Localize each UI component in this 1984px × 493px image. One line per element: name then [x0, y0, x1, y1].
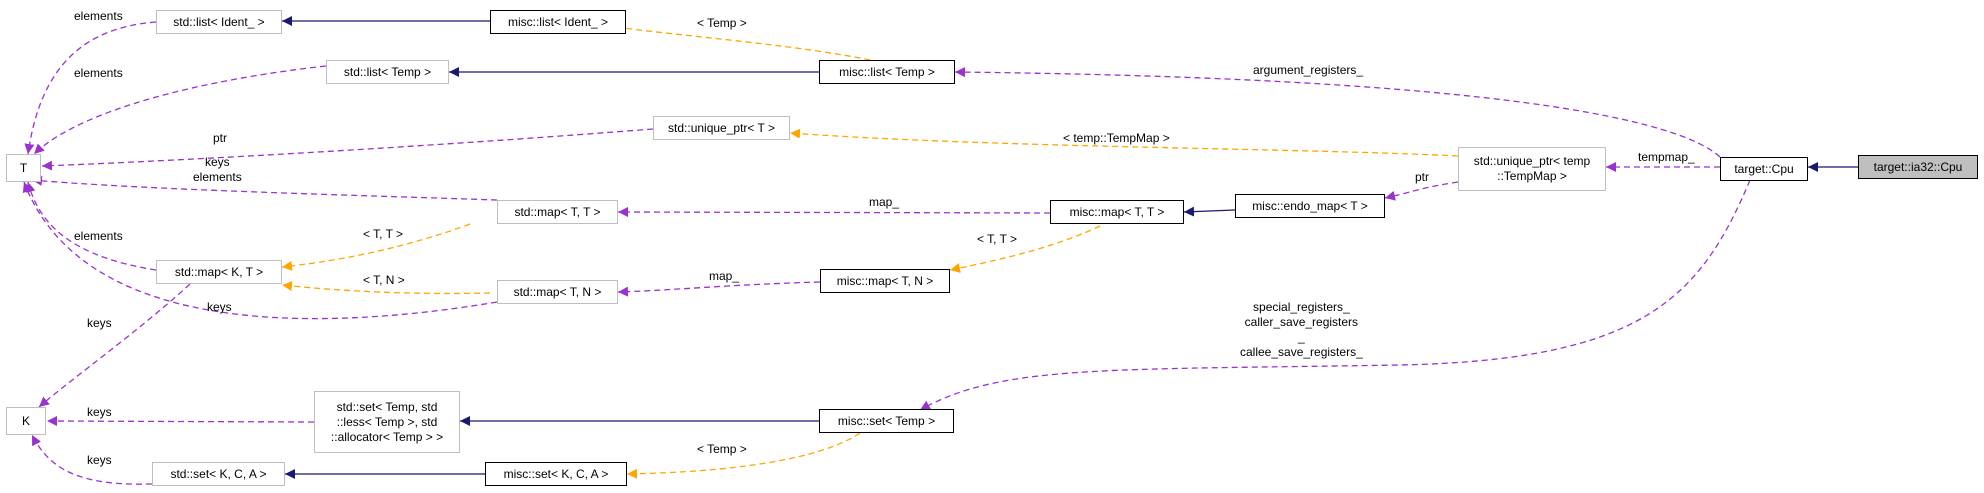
edge-use-std-list-temp-to-t [33, 65, 327, 155]
label-map-tt: map_ [869, 195, 900, 209]
label-keys-set-kca: keys [87, 453, 112, 467]
label-temp-misc-list-ident: < Temp > [697, 16, 747, 30]
label-tempmap: tempmap_ [1638, 150, 1695, 164]
edge-use-misc-map-tn-to-std-map-tn [617, 281, 821, 297]
edge-use-std-map-kt-to-k [38, 283, 191, 408]
edge-use-std-set-temp-to-k [46, 416, 315, 427]
edge-use-unique-t-to-t [41, 128, 654, 171]
label-keys-elements-map-tt: keys elements [193, 155, 242, 184]
label-elements-list-temp: elements [74, 66, 123, 80]
edge-use-target-cpu-to-misc-set-temp [919, 179, 1751, 411]
label-temp-misc-set-temp: < Temp > [697, 442, 747, 456]
node-misc-endo-map[interactable]: misc::endo_map< T > [1235, 194, 1385, 218]
label-tn-std-map-kt: < T, N > [363, 273, 405, 287]
label-keys-map-kt: keys [87, 316, 112, 330]
label-keys-set-temp: keys [87, 405, 112, 419]
edge-use-std-map-tt-to-t [31, 175, 498, 201]
node-std-set-temp[interactable]: std::set< Temp, std ::less< Temp >, std … [314, 391, 460, 453]
node-misc-set-kca[interactable]: misc::set< K, C, A > [485, 462, 627, 486]
edge-tpl-misc-map-tt-to-misc-map-tn [949, 225, 1101, 273]
edge-tpl-unique-tempmap-to-unique-t [789, 128, 1459, 157]
edge-use-std-list-ident-to-t [24, 21, 157, 155]
node-std-list-ident[interactable]: std::list< Ident_ > [156, 10, 282, 34]
node-std-unique-ptr-tempmap[interactable]: std::unique_ptr< temp ::TempMap > [1458, 147, 1606, 191]
node-t[interactable]: T [6, 154, 41, 182]
edge-use-std-set-kca-to-k [31, 434, 153, 485]
node-k[interactable]: K [6, 407, 46, 435]
node-std-map-tt[interactable]: std::map< T, T > [497, 200, 618, 224]
node-std-unique-ptr-t[interactable]: std::unique_ptr< T > [653, 116, 790, 140]
label-ptr-tempmap: ptr [1415, 170, 1430, 184]
edge-tpl-misc-map-tt-to-std-map-kt [281, 223, 471, 271]
node-misc-map-tt[interactable]: misc::map< T, T > [1050, 200, 1184, 224]
edge-tpl-misc-set-temp-to-misc-set-kca [626, 432, 861, 479]
label-registers: special_registers_ caller_save_registers… [1240, 300, 1363, 359]
label-argument-registers: argument_registers_ [1253, 63, 1364, 77]
node-std-set-kca[interactable]: std::set< K, C, A > [152, 462, 285, 486]
node-target-cpu[interactable]: target::Cpu [1720, 157, 1808, 181]
label-map-tn: map_ [709, 269, 740, 283]
edge-endo-map-to-misc-map-tt [1183, 206, 1236, 217]
edge-tpl-misc-list-temp-to-misc-list-ident [614, 23, 881, 63]
label-tempmap-unique: < temp::TempMap > [1063, 131, 1170, 145]
label-elements-map-kt: elements [74, 229, 123, 243]
label-ptr-unique-t: ptr [213, 131, 228, 145]
node-target-ia32-cpu[interactable]: target::ia32::Cpu [1858, 155, 1978, 179]
label-keys-map-tn: keys [207, 300, 232, 314]
node-misc-list-ident[interactable]: misc::list< Ident_ > [490, 10, 626, 34]
node-std-list-temp[interactable]: std::list< Temp > [326, 60, 449, 84]
edge-use-target-cpu-to-misc-list-temp [954, 67, 1721, 158]
edge-use-std-map-tn-to-t [22, 181, 498, 320]
label-tt-std-map-kt: < T, T > [363, 227, 404, 241]
edge-use-std-map-kt-to-t [25, 181, 157, 271]
label-tt-misc-map-tt: < T, T > [977, 232, 1018, 246]
node-misc-list-temp[interactable]: misc::list< Temp > [819, 60, 955, 84]
edge-tpl-misc-map-tn-to-std-map-kt [281, 281, 491, 295]
edge-use-misc-map-tt-to-std-map-tt [617, 207, 1051, 218]
node-std-map-kt[interactable]: std::map< K, T > [156, 260, 282, 284]
node-misc-map-tn[interactable]: misc::map< T, N > [820, 269, 950, 293]
node-misc-set-temp[interactable]: misc::set< Temp > [819, 409, 954, 433]
node-std-map-tn[interactable]: std::map< T, N > [497, 280, 618, 304]
label-elements-list-ident: elements [74, 9, 123, 23]
